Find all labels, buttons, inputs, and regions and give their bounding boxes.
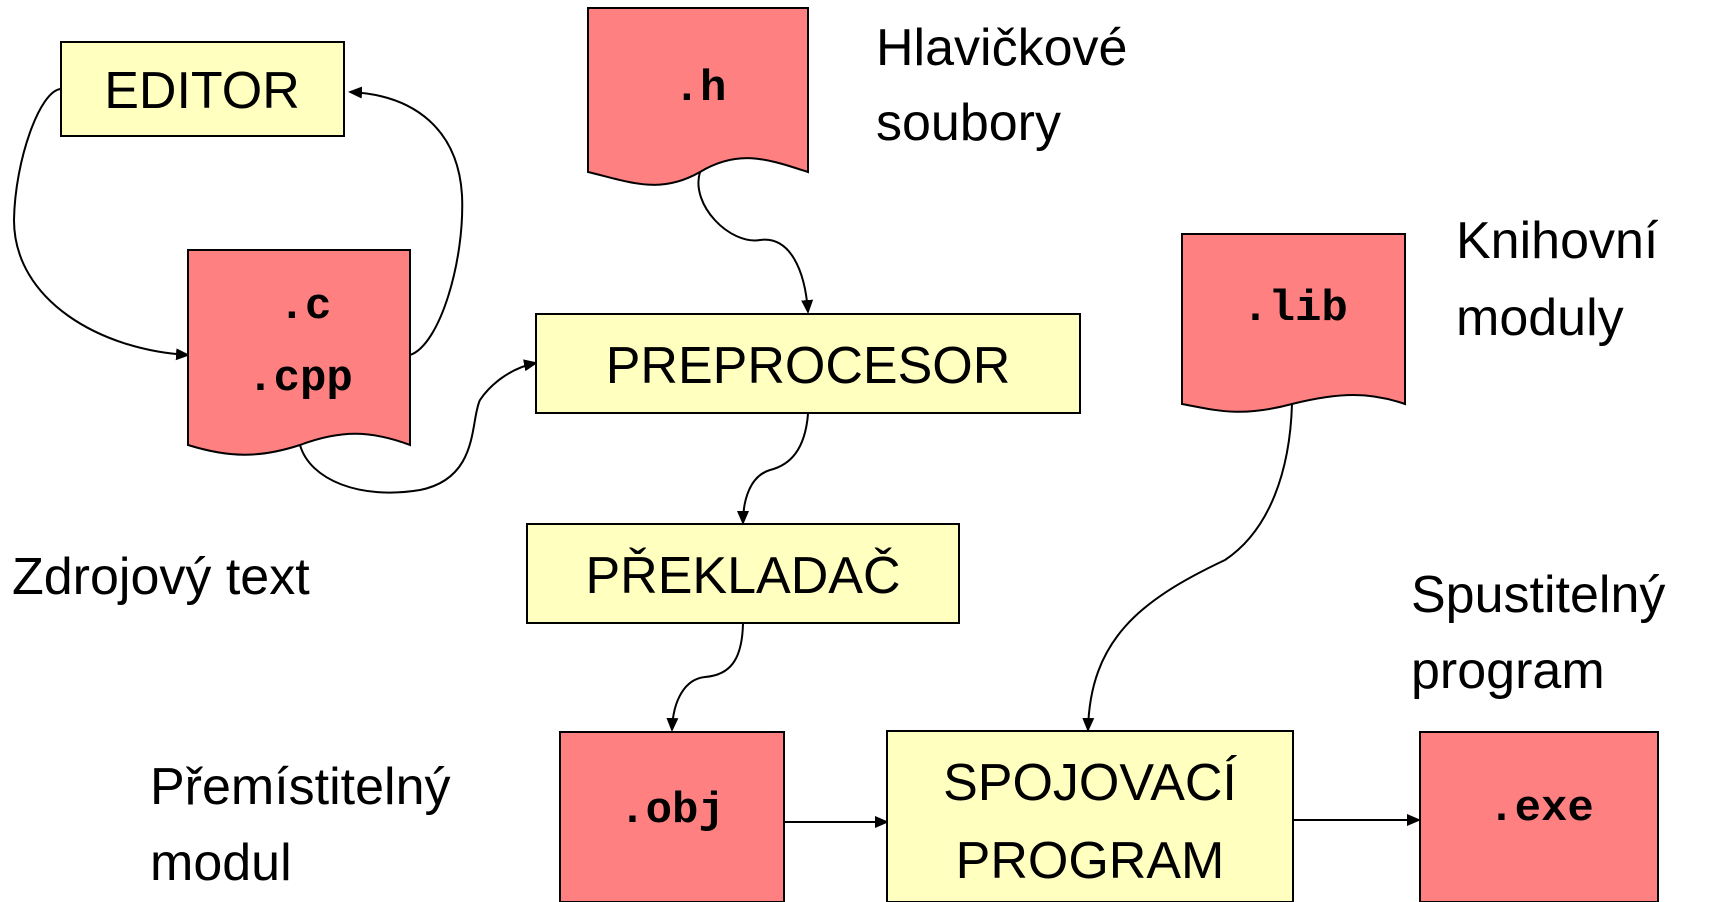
captions: Hlavičkové soubory Knihovní moduly Zdroj…	[12, 19, 1665, 892]
compiler-box: PŘEKLADAČ	[526, 523, 960, 624]
source-file: .c .cpp	[187, 249, 411, 456]
header-caption-line2: soubory	[876, 94, 1061, 152]
preprocessor-label: PREPROCESOR	[606, 337, 1011, 395]
source-caption: Zdrojový text	[12, 548, 310, 606]
executable-caption-line1: Spustitelný	[1411, 566, 1665, 624]
linker-label-line1: SPOJOVACÍ	[943, 754, 1237, 812]
object-caption-line1: Přemístitelný	[150, 758, 451, 816]
executable-caption-line2: program	[1411, 642, 1605, 700]
source-file-label-line2: .cpp	[247, 354, 353, 404]
edge-library-to-linker	[1082, 403, 1293, 732]
edge-source-to-editor	[348, 86, 464, 356]
preprocessor-box: PREPROCESOR	[535, 313, 1081, 414]
header-caption-line1: Hlavičkové	[876, 19, 1127, 77]
edge-preprocessor-to-compiler	[737, 413, 809, 525]
edge-editor-to-source	[12, 88, 190, 361]
edge-source-to-preprocessor	[299, 359, 538, 494]
linker-label-line2: PROGRAM	[956, 832, 1225, 890]
executable-file-label: .exe	[1488, 784, 1594, 834]
connectors	[12, 86, 1421, 828]
edge-compiler-to-object	[666, 623, 744, 732]
object-file: .obj	[559, 731, 785, 902]
header-file: .h	[587, 7, 809, 186]
header-file-label: .h	[674, 64, 727, 114]
editor-box: EDITOR	[60, 41, 345, 137]
library-file-label: .lib	[1242, 284, 1348, 334]
object-caption-line2: modul	[150, 834, 292, 892]
source-file-label-line1: .c	[279, 282, 332, 332]
library-caption-line1: Knihovní	[1456, 212, 1659, 270]
edge-header-to-preprocessor	[697, 171, 814, 314]
executable-file: .exe	[1419, 731, 1659, 902]
library-file: .lib	[1181, 233, 1406, 413]
linker-box: SPOJOVACÍ PROGRAM	[886, 730, 1294, 902]
compiler-label: PŘEKLADAČ	[586, 547, 901, 605]
object-file-label: .obj	[619, 786, 725, 836]
editor-label: EDITOR	[104, 62, 300, 120]
library-caption-line2: moduly	[1456, 289, 1624, 347]
